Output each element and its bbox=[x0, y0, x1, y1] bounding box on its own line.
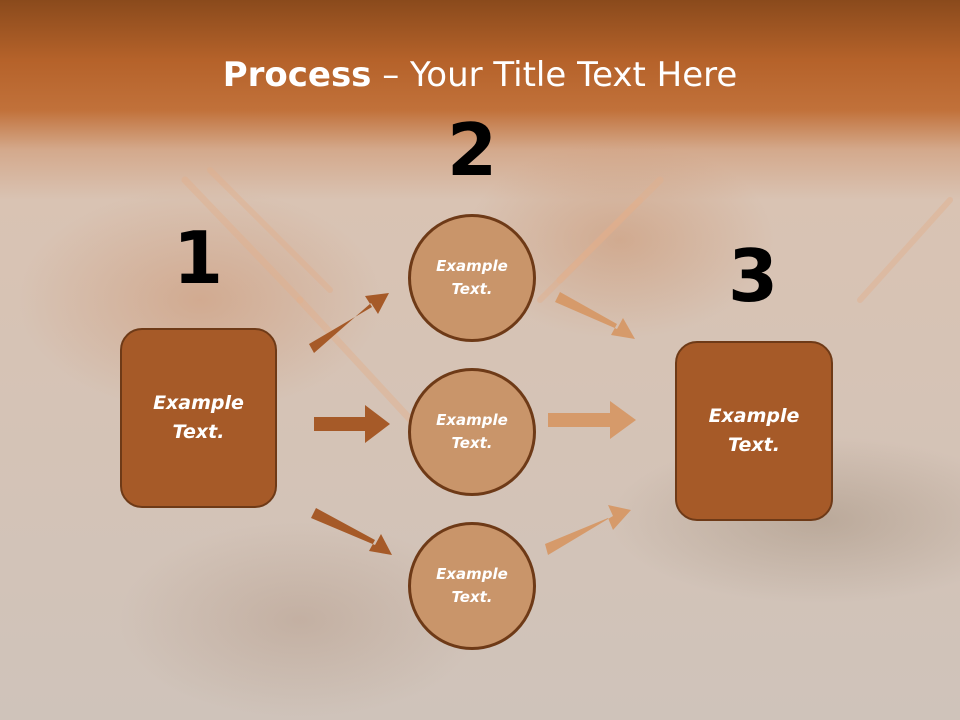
step-1-label: Example Text. bbox=[153, 392, 244, 443]
step-2-label-middle: Example Text. bbox=[436, 411, 508, 452]
step-3-label: Example Text. bbox=[708, 405, 800, 456]
arrow-1-to-2-top bbox=[309, 293, 389, 353]
step-2-circle-middle: Example Text. bbox=[408, 368, 536, 496]
step-2-label-bottom: Example Text. bbox=[436, 565, 508, 606]
step-2-label-top: Example Text. bbox=[436, 257, 508, 298]
step-2-circle-bottom: Example Text. bbox=[408, 522, 536, 650]
arrow-1-to-2-middle bbox=[314, 405, 390, 443]
step-3-box: Example Text. bbox=[675, 341, 833, 521]
slide-title: Process – Your Title Text Here bbox=[0, 50, 960, 100]
step-number-2: 2 bbox=[446, 108, 498, 192]
step-number-3: 3 bbox=[727, 234, 779, 318]
arrow-2-to-3-middle bbox=[548, 401, 636, 439]
arrow-2-to-3-top bbox=[555, 292, 635, 339]
step-1-box: Example Text. bbox=[120, 328, 277, 508]
step-2-circle-top: Example Text. bbox=[408, 214, 536, 342]
step-number-1: 1 bbox=[172, 216, 224, 300]
arrow-2-to-3-bottom bbox=[545, 505, 631, 555]
title-bold: Process bbox=[222, 55, 372, 95]
arrow-1-to-2-bottom bbox=[311, 508, 392, 555]
title-rest: – Your Title Text Here bbox=[371, 55, 738, 95]
